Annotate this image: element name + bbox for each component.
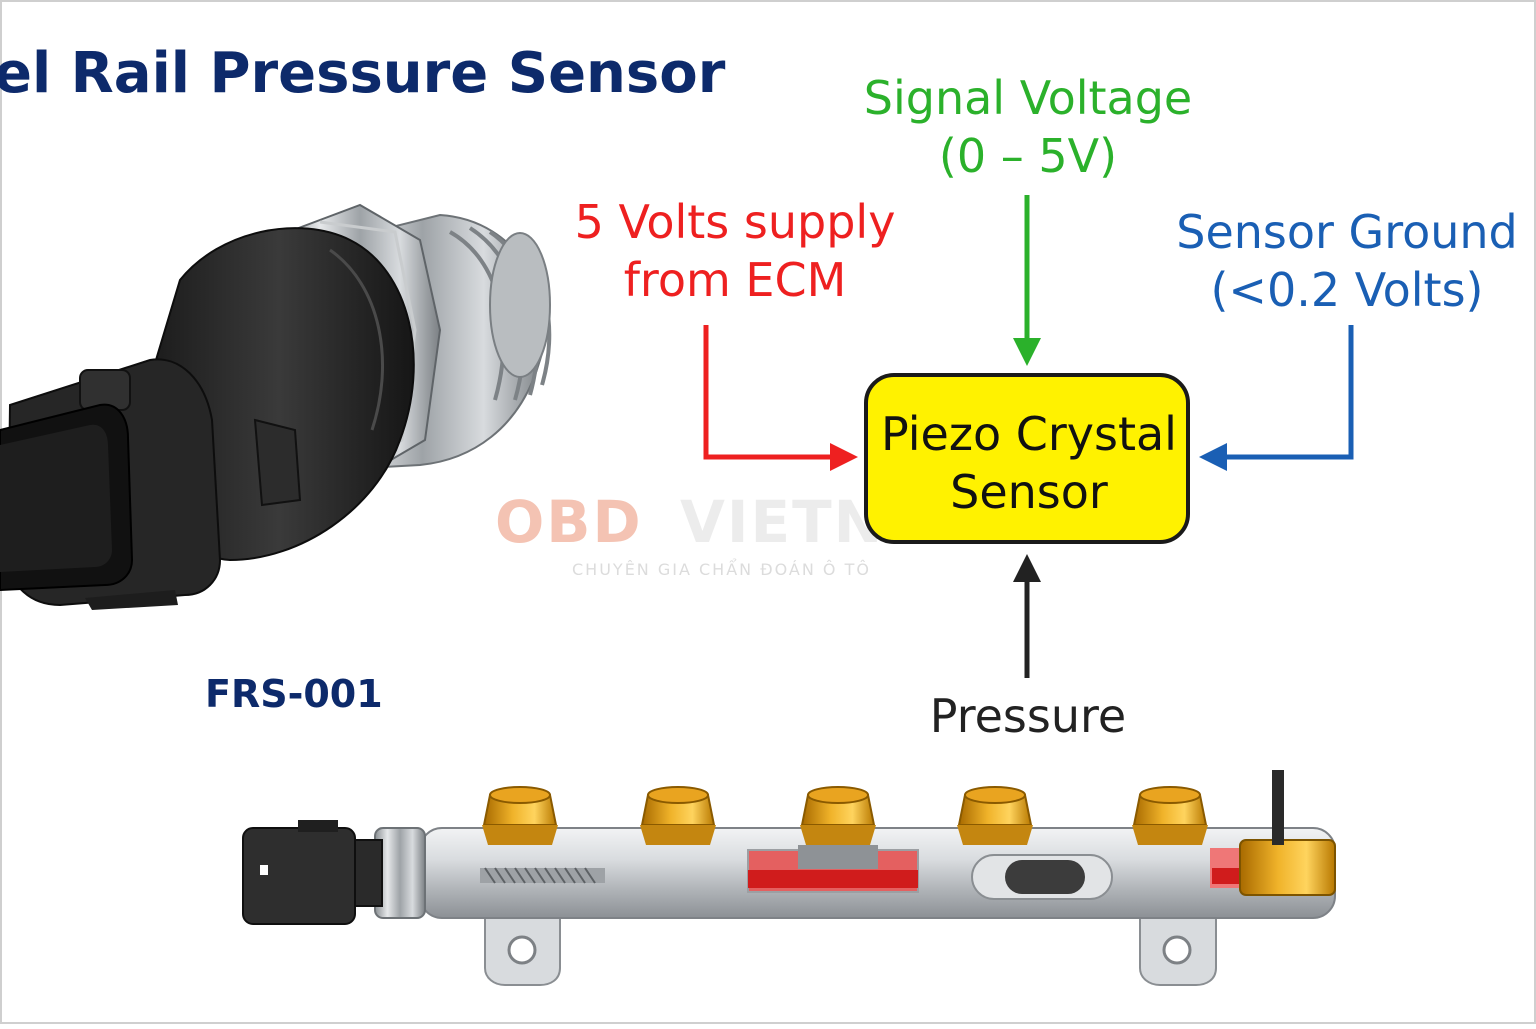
sensor-box-line2: Sensor xyxy=(950,465,1108,519)
watermark-brand-obd: OBD xyxy=(495,488,643,556)
sensor-ground-voltage-label: (<0.2 Volts) xyxy=(1210,263,1483,317)
pressure-arrow xyxy=(1013,554,1041,678)
watermark-tagline: CHUYÊN GIA CHẨN ĐOÁN Ô TÔ xyxy=(572,558,871,579)
sensor-box-line1: Piezo Crystal xyxy=(881,407,1177,461)
sensor-ground-label: Sensor Ground xyxy=(1176,205,1518,259)
page-title: el Rail Pressure Sensor xyxy=(0,41,726,106)
part-number-label: FRS-001 xyxy=(205,672,383,716)
supply-source-label: from ECM xyxy=(624,253,847,307)
signal-voltage-range-label: (0 – 5V) xyxy=(939,129,1117,183)
signal-voltage-label: Signal Voltage xyxy=(864,71,1192,125)
fuel-rail-image xyxy=(242,770,1336,986)
supply-voltage-label: 5 Volts supply xyxy=(575,195,896,249)
supply-voltage-arrow xyxy=(703,325,858,471)
pressure-label: Pressure xyxy=(930,689,1126,743)
piezo-crystal-sensor-box: Piezo Crystal Sensor xyxy=(864,373,1190,544)
signal-voltage-arrow xyxy=(1013,195,1041,366)
fuel-rail-pressure-sensor-image xyxy=(0,203,552,610)
sensor-ground-arrow xyxy=(1199,325,1354,471)
injector-ports xyxy=(482,786,1208,845)
